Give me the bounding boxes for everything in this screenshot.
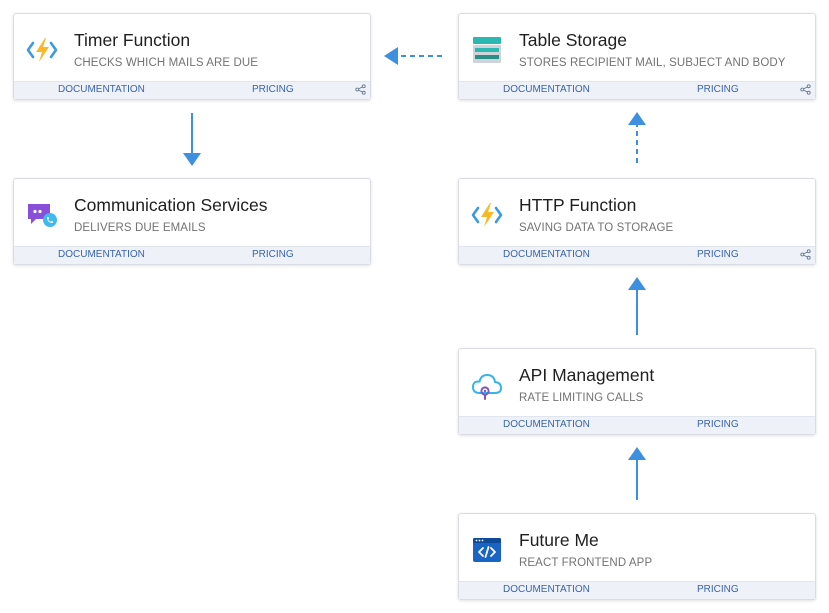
arrow-timer-to-comm [183, 113, 201, 166]
table-storage-icon [473, 37, 501, 63]
card-title: Timer Function [74, 30, 191, 50]
communication-services-icon [28, 204, 57, 227]
api-management-icon [471, 373, 503, 400]
card-title: HTTP Function [519, 195, 637, 215]
card-subtitle: STORES RECIPIENT MAIL, SUBJECT AND BODY [519, 57, 786, 69]
card-timer-function[interactable]: Timer Function CHECKS WHICH MAILS ARE DU… [13, 13, 371, 100]
card-title: Future Me [519, 530, 599, 550]
share-icon[interactable] [355, 84, 366, 95]
card-subtitle: CHECKS WHICH MAILS ARE DUE [74, 57, 259, 69]
documentation-link[interactable]: DOCUMENTATION [503, 84, 590, 95]
card-title: Table Storage [519, 30, 627, 50]
pricing-link[interactable]: PRICING [697, 84, 739, 95]
documentation-link[interactable]: DOCUMENTATION [503, 249, 590, 260]
static-web-app-icon [473, 538, 501, 562]
card-footer: DOCUMENTATION PRICING [459, 246, 815, 264]
card-subtitle: RATE LIMITING CALLS [519, 392, 644, 404]
pricing-link[interactable]: PRICING [252, 84, 294, 95]
azure-function-icon [471, 203, 503, 227]
documentation-link[interactable]: DOCUMENTATION [503, 584, 590, 595]
card-footer: DOCUMENTATION PRICING [14, 246, 370, 264]
documentation-link[interactable]: DOCUMENTATION [58, 84, 145, 95]
card-subtitle: REACT FRONTEND APP [519, 557, 653, 569]
arrow-future-to-apim [628, 447, 646, 500]
card-footer: DOCUMENTATION PRICING [459, 416, 815, 434]
arrow-apim-to-http [628, 277, 646, 335]
pricing-link[interactable]: PRICING [697, 419, 739, 430]
card-footer: DOCUMENTATION PRICING [14, 81, 370, 99]
documentation-link[interactable]: DOCUMENTATION [58, 249, 145, 260]
card-footer: DOCUMENTATION PRICING [459, 81, 815, 99]
share-icon[interactable] [800, 249, 811, 260]
arrow-http-to-table [628, 112, 646, 163]
documentation-link[interactable]: DOCUMENTATION [503, 419, 590, 430]
share-icon[interactable] [800, 84, 811, 95]
arrow-table-to-timer [384, 47, 442, 65]
card-title: API Management [519, 365, 655, 385]
card-title: Communication Services [74, 195, 268, 215]
azure-function-icon [26, 38, 58, 62]
card-http-function[interactable]: HTTP Function SAVING DATA TO STORAGE DOC… [458, 178, 816, 265]
card-communication-services[interactable]: Communication Services DELIVERS DUE EMAI… [13, 178, 371, 265]
card-future-me[interactable]: Future Me REACT FRONTEND APP DOCUMENTATI… [458, 513, 816, 600]
pricing-link[interactable]: PRICING [252, 249, 294, 260]
card-footer: DOCUMENTATION PRICING [459, 581, 815, 599]
pricing-link[interactable]: PRICING [697, 584, 739, 595]
card-subtitle: SAVING DATA TO STORAGE [519, 222, 674, 234]
card-subtitle: DELIVERS DUE EMAILS [74, 222, 206, 234]
card-table-storage[interactable]: Table Storage STORES RECIPIENT MAIL, SUB… [458, 13, 816, 100]
card-api-management[interactable]: API Management RATE LIMITING CALLS DOCUM… [458, 348, 816, 435]
pricing-link[interactable]: PRICING [697, 249, 739, 260]
